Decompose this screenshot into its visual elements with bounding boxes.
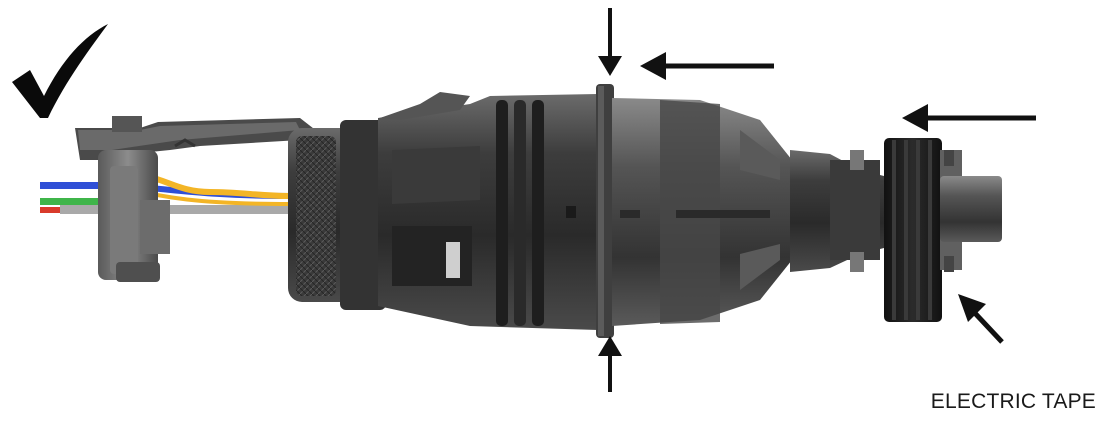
rear-nut — [288, 120, 388, 310]
arrow-up-left-icon — [958, 294, 1004, 344]
neck — [790, 150, 884, 272]
arrow-left-icon — [902, 104, 1036, 132]
electric-tape-label: ELECTRIC TAPE — [930, 390, 1096, 413]
arrow-down-icon — [598, 8, 622, 76]
front-post — [940, 150, 1002, 272]
arrow-left-icon — [640, 52, 774, 80]
checkmark-icon — [12, 24, 108, 118]
wire-green — [40, 198, 110, 205]
wire-blue — [40, 182, 110, 189]
wire-grey — [60, 205, 290, 214]
strain-relief-clamp — [75, 116, 318, 282]
front-housing — [612, 98, 800, 326]
connector-body — [378, 92, 598, 330]
arrow-up-icon — [598, 336, 622, 392]
flange — [596, 84, 614, 338]
electric-tape — [884, 138, 942, 322]
